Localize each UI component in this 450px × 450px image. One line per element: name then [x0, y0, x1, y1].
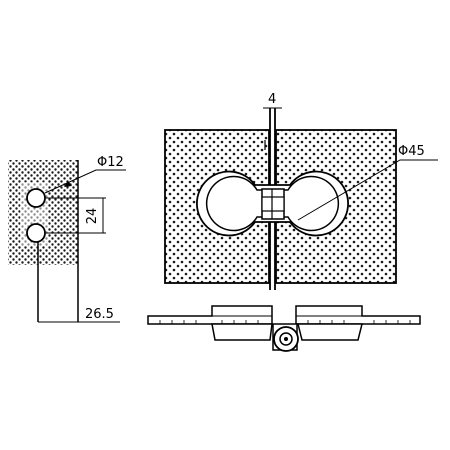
- hole-spacing-label: 24: [85, 208, 100, 225]
- front-view: 4 Φ45: [164, 92, 438, 290]
- bottom-ticks: [159, 320, 411, 324]
- bottom-right-block: [297, 323, 363, 341]
- bottom-view: [147, 305, 421, 352]
- edge-offset-label: 26.5: [85, 307, 114, 322]
- cutout-dia-label: Φ45: [398, 144, 425, 159]
- side-view: 24 Φ12 26.5: [8, 155, 126, 323]
- small-hole-upper: [26, 188, 46, 208]
- bottom-right-plate: [295, 305, 421, 325]
- small-hole-leader-arrow: [64, 181, 72, 187]
- gap-width-label: 4: [268, 92, 276, 107]
- bottom-left-block: [211, 323, 273, 341]
- bottom-left-plate: [147, 305, 273, 325]
- small-hole-dia-label: Φ12: [97, 155, 124, 170]
- knuckle-pin: [284, 337, 288, 341]
- cutout-leader: [297, 159, 438, 221]
- center-connector-slot: [261, 196, 285, 212]
- small-hole-leader: [44, 169, 126, 194]
- small-hole-lower: [26, 223, 46, 243]
